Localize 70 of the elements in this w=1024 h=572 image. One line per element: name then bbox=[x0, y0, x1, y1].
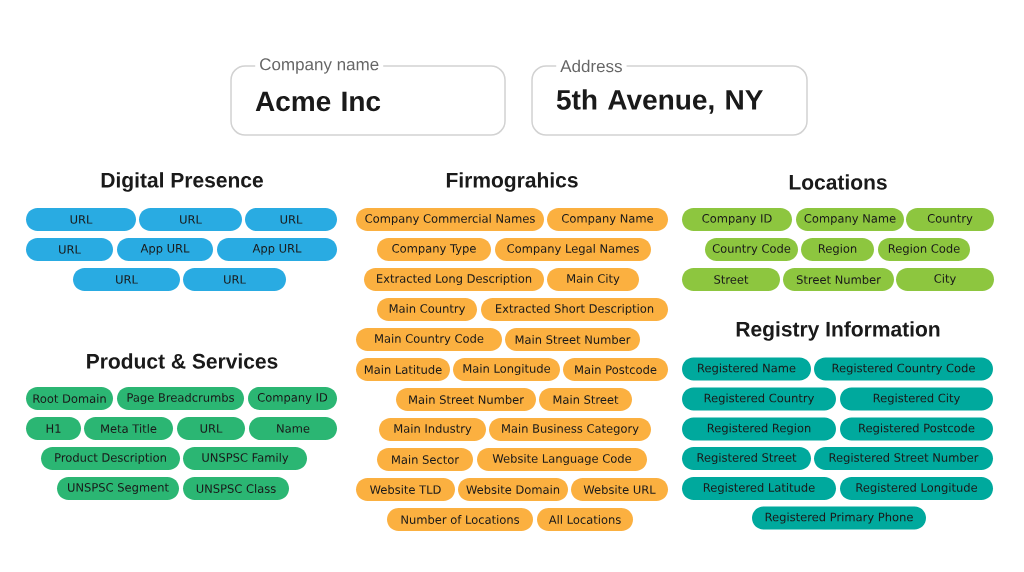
field-tag: Registered Postcode bbox=[840, 417, 993, 441]
field-tag: Country Code bbox=[705, 238, 798, 261]
field-tag: City bbox=[896, 268, 994, 291]
field-tag: Registered Longitude bbox=[840, 477, 993, 500]
section-heading: Firmograhics bbox=[446, 172, 578, 192]
section-heading: Locations bbox=[789, 174, 887, 190]
field-tag: URL bbox=[139, 208, 242, 231]
field-tag: Registered Street bbox=[682, 447, 811, 470]
field-tag: Registered Latitude bbox=[682, 477, 836, 500]
field-tag: Street bbox=[682, 268, 780, 291]
field-tag: All Locations bbox=[537, 508, 633, 531]
field-tag: Website Language Code bbox=[477, 448, 647, 471]
field-tag: URL bbox=[245, 208, 337, 231]
field-tag: Extracted Long Description bbox=[364, 268, 544, 291]
field-tag: Product Description bbox=[41, 447, 180, 470]
field-tag: Registered Street Number bbox=[814, 447, 993, 470]
field-tag: Region Code bbox=[878, 238, 970, 261]
field-tag: Main Street Number bbox=[505, 328, 640, 351]
field-tag: H1 bbox=[26, 417, 81, 440]
field-tag: Registered Country bbox=[682, 387, 836, 411]
field-tag: Company Name bbox=[796, 208, 904, 231]
field-tag: URL bbox=[26, 238, 113, 261]
field-tag: Main Sector bbox=[377, 448, 473, 471]
field-tag: Website URL bbox=[571, 478, 668, 501]
field-tag: Page Breadcrumbs bbox=[117, 387, 244, 410]
field-tag: Main Street Number bbox=[396, 388, 536, 411]
section-heading: Product & Services bbox=[87, 353, 278, 369]
field-tag: Registered Primary Phone bbox=[752, 506, 926, 530]
field-tag: Main Longitude bbox=[453, 358, 560, 381]
field-tag: Company ID bbox=[248, 387, 337, 410]
field-tag: Meta Title bbox=[84, 417, 173, 440]
field-tag: Main Country Code bbox=[356, 328, 502, 351]
field-tag: Main Street bbox=[539, 388, 632, 411]
field-tag: Company Name bbox=[547, 208, 668, 231]
section-heading: Digital Presence bbox=[101, 172, 263, 192]
field-tag: Street Number bbox=[783, 268, 894, 291]
field-tag: Registered Country Code bbox=[814, 357, 993, 381]
field-tag: Company Commercial Names bbox=[356, 208, 544, 231]
field-tag: Region bbox=[801, 238, 874, 261]
field-tag: Main Latitude bbox=[356, 358, 450, 381]
field-tag: Registered City bbox=[840, 387, 993, 411]
field-tag: Main Country bbox=[377, 298, 477, 321]
field-tag: Registered Name bbox=[682, 357, 811, 381]
field-tag: URL bbox=[177, 417, 245, 440]
field-tag: Website TLD bbox=[356, 478, 455, 501]
field-tag: Main Business Category bbox=[489, 418, 651, 441]
section-heading: Registry Information bbox=[736, 321, 940, 341]
field-tag: Main Industry bbox=[379, 418, 486, 441]
field-tag: Company Legal Names bbox=[495, 238, 651, 261]
field-tag: Root Domain bbox=[26, 387, 113, 410]
input-field: Company name Acme Inc bbox=[230, 58, 506, 136]
field-tag: App URL bbox=[117, 238, 213, 261]
field-tag: URL bbox=[183, 268, 286, 291]
field-tag: Main City bbox=[547, 268, 639, 291]
field-tag: App URL bbox=[217, 238, 337, 261]
field-tag: Main Postcode bbox=[563, 358, 668, 381]
field-tag: Extracted Short Description bbox=[481, 298, 668, 321]
field-tag: Name bbox=[249, 417, 337, 440]
field-tag: Country bbox=[906, 208, 994, 231]
input-field: Address 5th Avenue, NY bbox=[531, 59, 808, 136]
field-tag: Company Type bbox=[377, 238, 491, 261]
field-tag: Registered Region bbox=[682, 417, 836, 441]
field-tag: UNSPSC Segment bbox=[57, 477, 179, 500]
field-tag: URL bbox=[73, 268, 180, 291]
field-tag: UNSPSC Class bbox=[183, 477, 289, 500]
field-tag: UNSPSC Family bbox=[183, 447, 307, 470]
field-tag: Number of Locations bbox=[387, 508, 533, 531]
field-tag: URL bbox=[26, 208, 136, 231]
field-tag: Website Domain bbox=[458, 478, 568, 501]
field-tag: Company ID bbox=[682, 208, 792, 231]
